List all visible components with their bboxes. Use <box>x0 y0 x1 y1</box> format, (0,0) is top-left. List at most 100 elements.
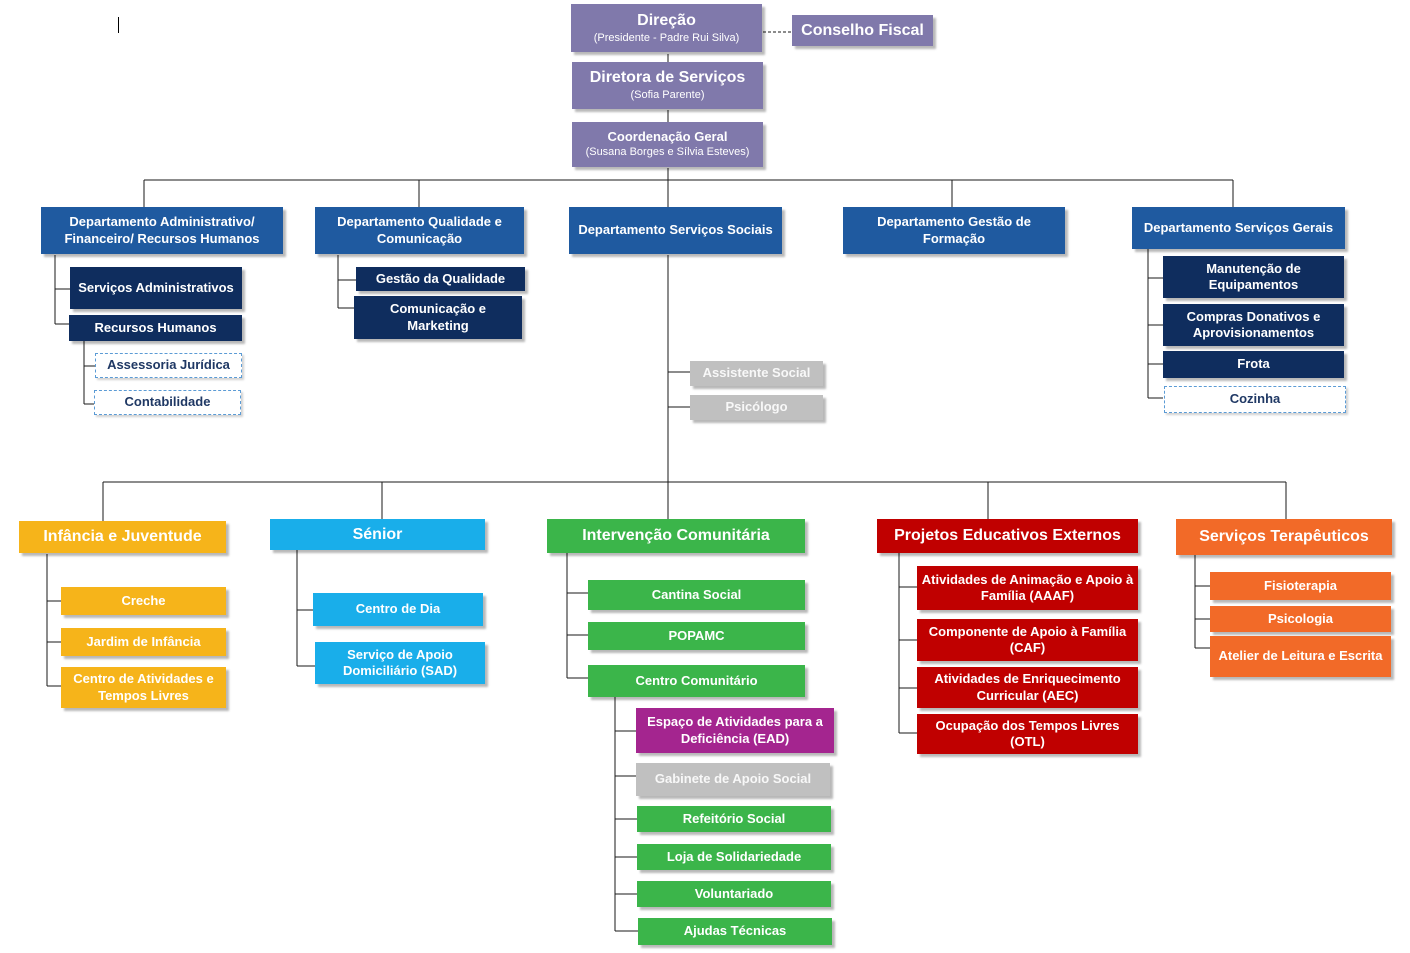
area-terapeuticos: Serviços Terapêuticos <box>1176 519 1392 555</box>
creche-label: Creche <box>121 592 166 608</box>
assistente-social-label: Assistente Social <box>702 365 811 381</box>
conselho-fiscal-box: Conselho Fiscal <box>792 15 933 46</box>
direcao-box: Direção (Presidente - Padre Rui Silva) <box>571 4 762 52</box>
popamc-label: POPAMC <box>668 627 725 643</box>
servicos-administrativos-box: Serviços Administrativos <box>70 267 242 309</box>
diretora-subtitle: (Sofia Parente) <box>630 89 705 102</box>
dept-gestao-formacao-title: Departamento Gestão de Formação <box>877 214 1031 246</box>
sad-box: Serviço de Apoio Domiciliário (SAD) <box>315 642 485 684</box>
fisioterapia-box: Fisioterapia <box>1210 572 1391 600</box>
servicos-administrativos-label: Serviços Administrativos <box>78 279 234 295</box>
psicologo-label: Psicólogo <box>725 399 788 415</box>
caf-label: Componente de Apoio à Família (CAF) <box>928 623 1127 655</box>
manutencao-equipamentos-label: Manutenção de Equipamentos <box>1206 260 1301 292</box>
manutencao-equipamentos-box: Manutenção de Equipamentos <box>1163 256 1344 298</box>
area-terapeuticos-title: Serviços Terapêuticos <box>1199 528 1369 545</box>
coordenacao-title: Coordenação Geral <box>607 129 728 144</box>
caf-box: Componente de Apoio à Família (CAF) <box>917 619 1138 661</box>
dept-gestao-formacao: Departamento Gestão de Formação <box>843 207 1065 254</box>
psicologo-box: Psicólogo <box>690 395 823 420</box>
area-senior: Sénior <box>270 519 485 550</box>
popamc-box: POPAMC <box>588 622 805 650</box>
ead-box: Espaço de Atividades para a Deficiência … <box>636 708 834 753</box>
atelier-leitura-label: Atelier de Leitura e Escrita <box>1218 648 1383 664</box>
text-cursor <box>118 17 119 33</box>
cozinha-box: Cozinha <box>1164 386 1346 413</box>
gabinete-apoio-social-label: Gabinete de Apoio Social <box>654 771 812 787</box>
creche-box: Creche <box>61 587 226 615</box>
psicologia-label: Psicologia <box>1267 610 1334 626</box>
area-intervencao: Intervenção Comunitária <box>547 519 805 553</box>
contabilidade-box: Contabilidade <box>94 390 241 415</box>
ead-label: Espaço de Atividades para a Deficiência … <box>647 714 823 746</box>
jardim-infancia-label: Jardim de Infância <box>86 633 201 649</box>
ajudas-tecnicas-box: Ajudas Técnicas <box>638 918 832 945</box>
assessoria-juridica-box: Assessoria Jurídica <box>95 353 242 378</box>
refeitorio-social-box: Refeitório Social <box>637 806 831 832</box>
direcao-subtitle: (Presidente - Padre Rui Silva) <box>593 31 740 44</box>
refeitorio-social-label: Refeitório Social <box>682 810 786 826</box>
dept-servicos-sociais-title: Departamento Serviços Sociais <box>578 222 773 238</box>
sad-label: Serviço de Apoio Domiciliário (SAD) <box>342 646 458 678</box>
assessoria-juridica-label: Assessoria Jurídica <box>107 357 230 373</box>
assistente-social-box: Assistente Social <box>690 361 823 386</box>
jardim-infancia-box: Jardim de Infância <box>61 628 226 656</box>
gestao-qualidade-box: Gestão da Qualidade <box>356 267 525 291</box>
area-intervencao-title: Intervenção Comunitária <box>582 527 770 544</box>
conselho-fiscal-title: Conselho Fiscal <box>801 21 924 39</box>
aaaf-box: Atividades de Animação e Apoio à Família… <box>917 566 1138 610</box>
dept-servicos-gerais: Departamento Serviços Gerais <box>1132 207 1345 249</box>
centro-comunitario-box: Centro Comunitário <box>588 665 805 697</box>
atelier-leitura-box: Atelier de Leitura e Escrita <box>1210 636 1391 677</box>
comunicacao-marketing-box: Comunicação e Marketing <box>354 296 522 339</box>
psicologia-box: Psicologia <box>1210 606 1391 632</box>
dept-servicos-gerais-title: Departamento Serviços Gerais <box>1143 219 1334 235</box>
area-infancia-title: Infância e Juventude <box>43 528 202 545</box>
cozinha-label: Cozinha <box>1229 391 1281 407</box>
centro-dia-label: Centro de Dia <box>355 601 441 617</box>
dept-administrativo-title: Departamento Administrativo/ Financeiro/… <box>64 214 260 246</box>
loja-solidariedade-box: Loja de Solidariedade <box>637 844 831 870</box>
recursos-humanos-box: Recursos Humanos <box>69 315 242 341</box>
gabinete-apoio-social-box: Gabinete de Apoio Social <box>636 763 830 796</box>
coordenacao-box: Coordenação Geral (Susana Borges e Sílvi… <box>572 122 763 167</box>
compras-donativos-label: Compras Donativos e Aprovisionamentos <box>1186 308 1321 340</box>
direcao-title: Direção <box>637 11 696 29</box>
centro-comunitario-label: Centro Comunitário <box>635 672 758 688</box>
catl-box: Centro de Atividades e Tempos Livres <box>61 667 226 708</box>
cantina-social-box: Cantina Social <box>588 580 805 610</box>
gestao-qualidade-label: Gestão da Qualidade <box>375 270 506 286</box>
centro-dia-box: Centro de Dia <box>313 593 483 626</box>
coordenacao-subtitle: (Susana Borges e Sílvia Esteves) <box>585 146 750 159</box>
compras-donativos-box: Compras Donativos e Aprovisionamentos <box>1163 304 1344 346</box>
cantina-social-label: Cantina Social <box>651 586 742 602</box>
diretora-box: Diretora de Serviços (Sofia Parente) <box>572 62 763 109</box>
loja-solidariedade-label: Loja de Solidariedade <box>666 848 802 864</box>
dept-servicos-sociais: Departamento Serviços Sociais <box>569 207 782 254</box>
area-projetos: Projetos Educativos Externos <box>877 519 1138 553</box>
aec-label: Atividades de Enriquecimento Curricular … <box>934 671 1121 703</box>
area-infancia: Infância e Juventude <box>19 521 226 553</box>
dept-administrativo: Departamento Administrativo/ Financeiro/… <box>41 207 283 254</box>
otl-label: Ocupação dos Tempos Livres (OTL) <box>935 717 1120 749</box>
voluntariado-box: Voluntariado <box>637 881 831 907</box>
fisioterapia-label: Fisioterapia <box>1264 577 1337 593</box>
area-senior-title: Sénior <box>352 525 403 543</box>
voluntariado-label: Voluntariado <box>694 885 774 901</box>
dept-qualidade: Departamento Qualidade e Comunicação <box>315 207 524 254</box>
frota-label: Frota <box>1237 356 1270 372</box>
comunicacao-marketing-label: Comunicação e Marketing <box>389 301 487 333</box>
otl-box: Ocupação dos Tempos Livres (OTL) <box>917 714 1138 754</box>
area-projetos-title: Projetos Educativos Externos <box>894 527 1121 544</box>
catl-label: Centro de Atividades e Tempos Livres <box>73 671 214 703</box>
ajudas-tecnicas-label: Ajudas Técnicas <box>683 923 787 939</box>
recursos-humanos-label: Recursos Humanos <box>94 319 217 335</box>
frota-box: Frota <box>1163 351 1344 378</box>
aec-box: Atividades de Enriquecimento Curricular … <box>917 667 1138 708</box>
aaaf-label: Atividades de Animação e Apoio à Família… <box>921 571 1134 603</box>
contabilidade-label: Contabilidade <box>124 394 211 410</box>
dept-qualidade-title: Departamento Qualidade e Comunicação <box>337 214 502 246</box>
diretora-title: Diretora de Serviços <box>589 69 746 87</box>
